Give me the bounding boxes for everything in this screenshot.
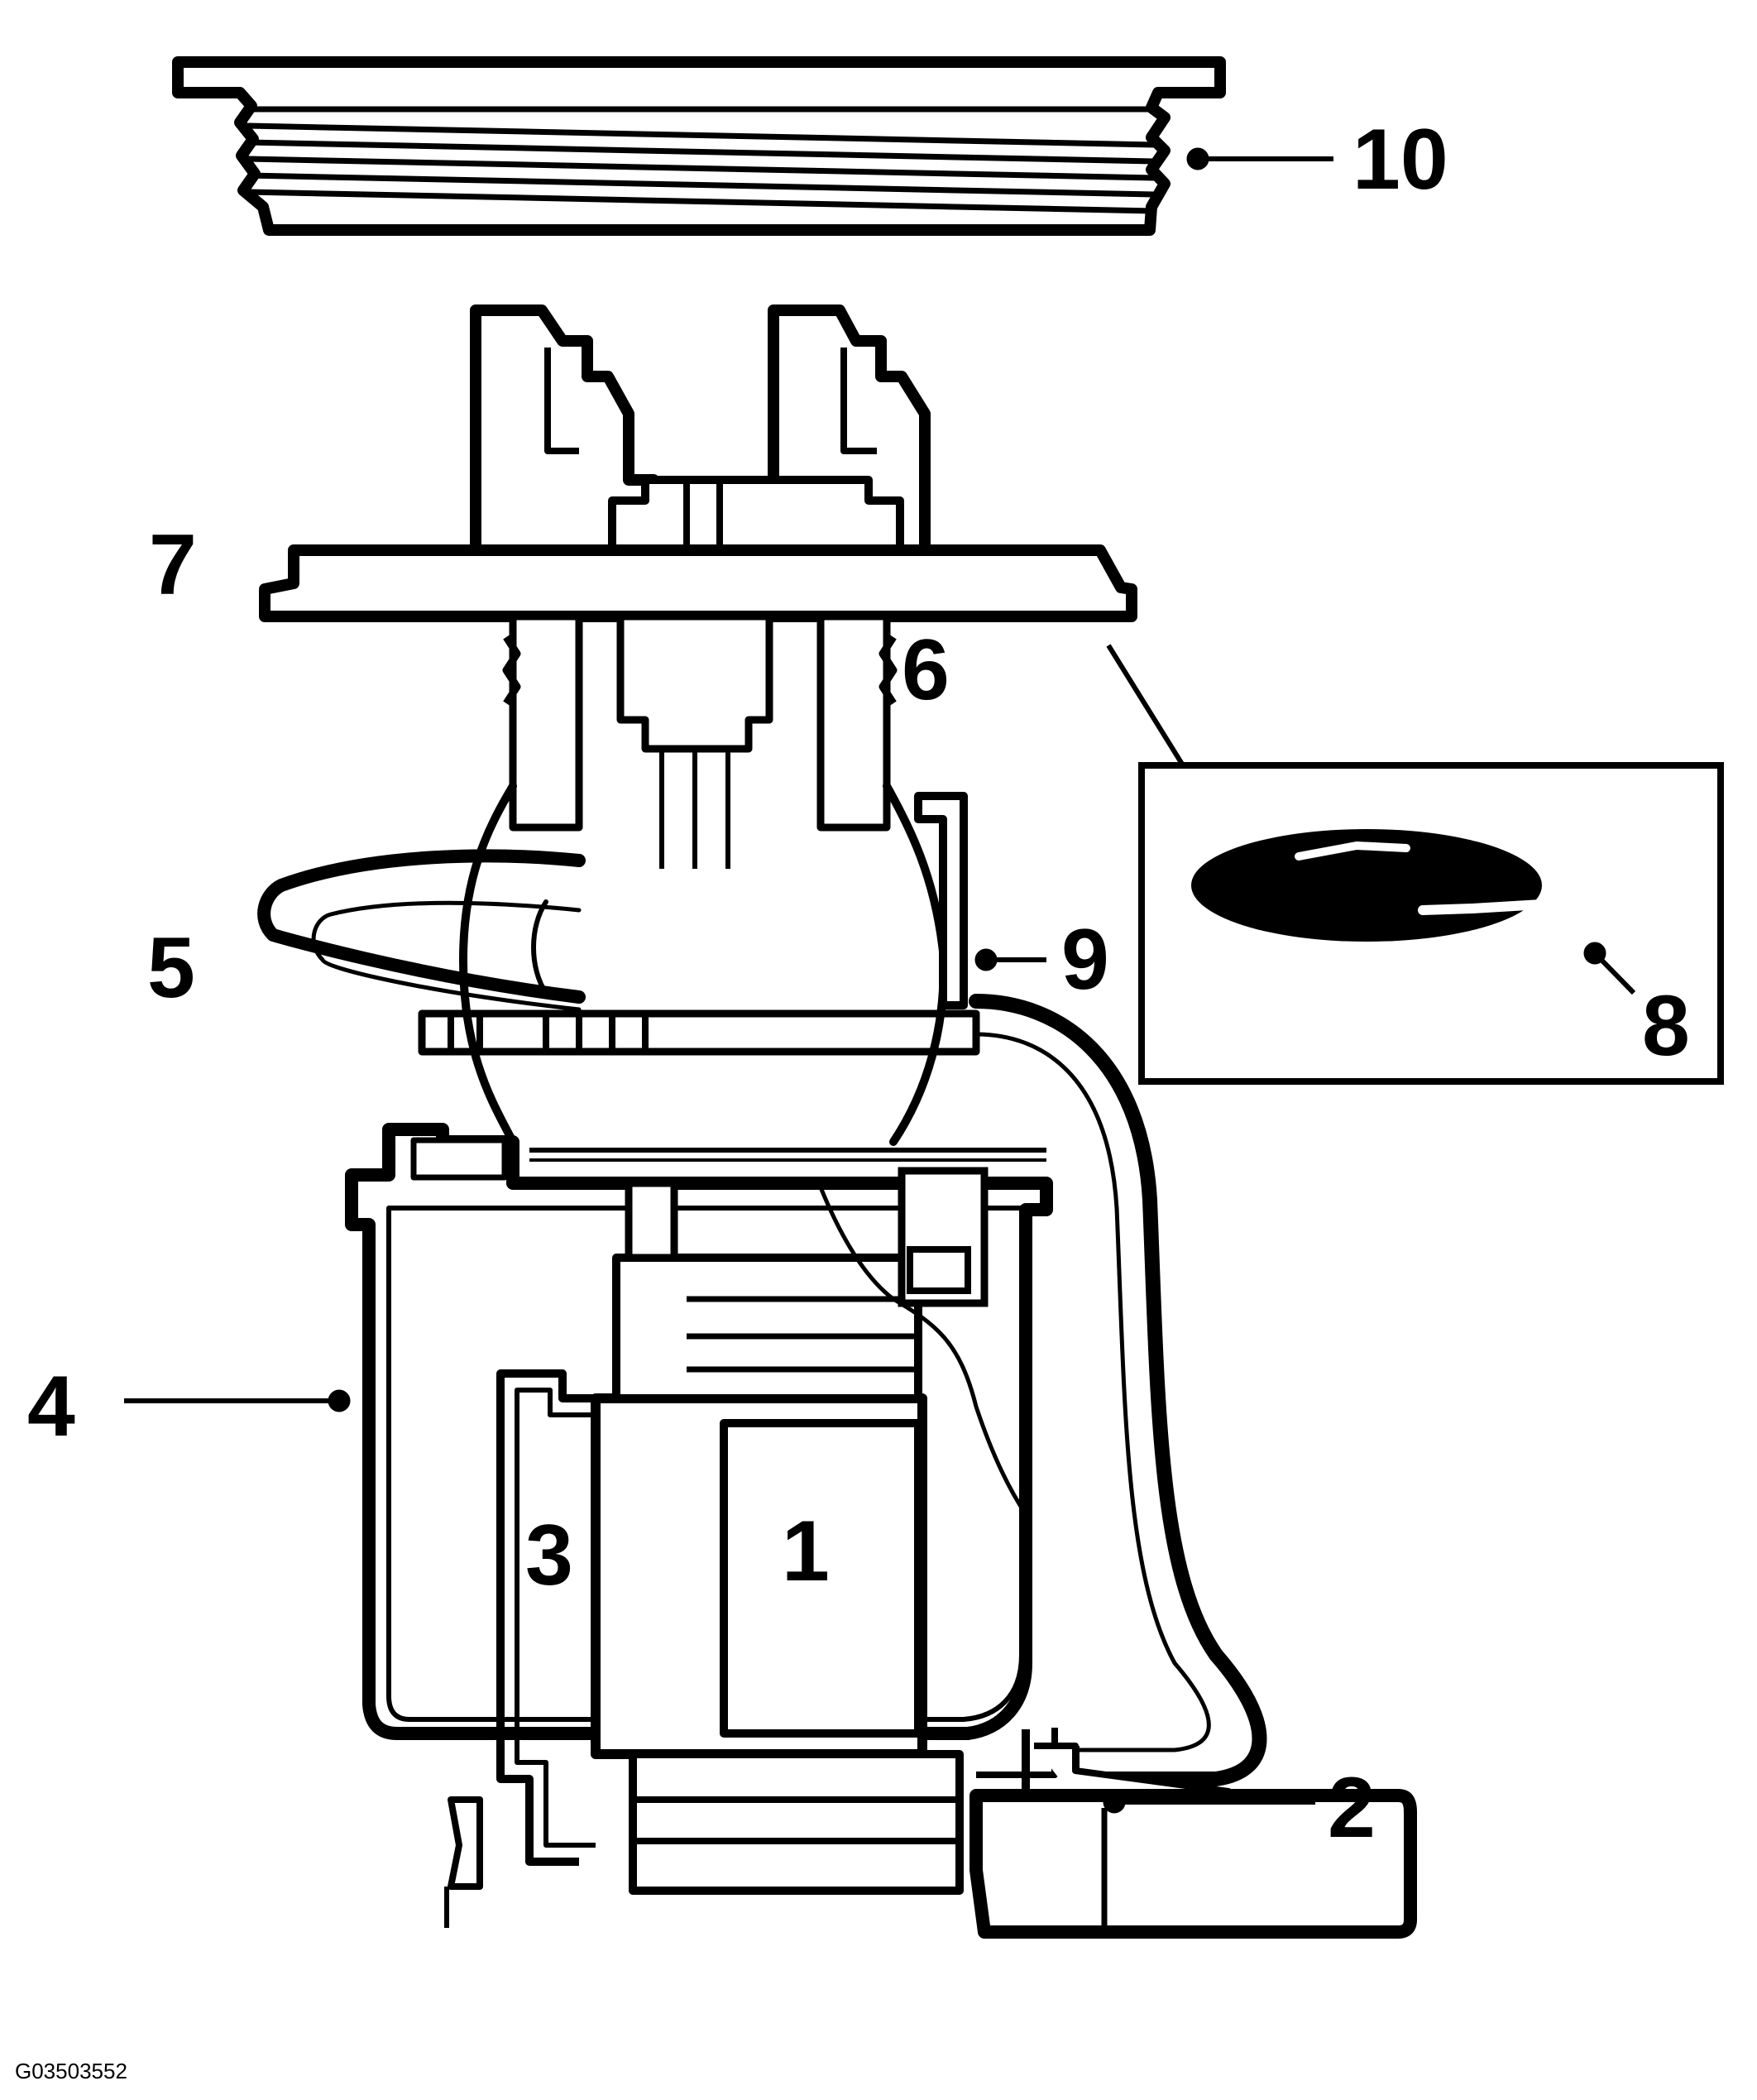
callout-6: 6: [902, 622, 950, 718]
callout-5: 5: [147, 920, 195, 1016]
callout-1: 1: [782, 1503, 830, 1599]
leader-lines: [124, 147, 1636, 1814]
callout-9: 9: [1061, 912, 1109, 1008]
lock-ring-part: [172, 56, 1226, 236]
support-bracket-part: [914, 792, 968, 1009]
callout-4: 4: [27, 1359, 75, 1455]
cutaway-tear-line: [816, 1182, 1028, 1516]
callout-3: 3: [525, 1508, 573, 1604]
corrugated-tubes-part: [502, 612, 898, 869]
fuel-hose-loop-part: [257, 782, 1267, 1786]
figure-id-label: G03503552: [15, 2059, 127, 2083]
fuel-pump-motor-part: [591, 1179, 964, 1895]
callout-2: 2: [1328, 1760, 1376, 1856]
level-sender-part: [898, 1167, 989, 1307]
callout-10: 10: [1352, 112, 1448, 208]
seal-detail-inset: [1106, 644, 1724, 1085]
fuel-filter-part: [444, 1369, 596, 1928]
callout-8: 8: [1642, 978, 1690, 1074]
callout-7: 7: [149, 517, 197, 613]
flange-cover-part: [259, 304, 1137, 622]
